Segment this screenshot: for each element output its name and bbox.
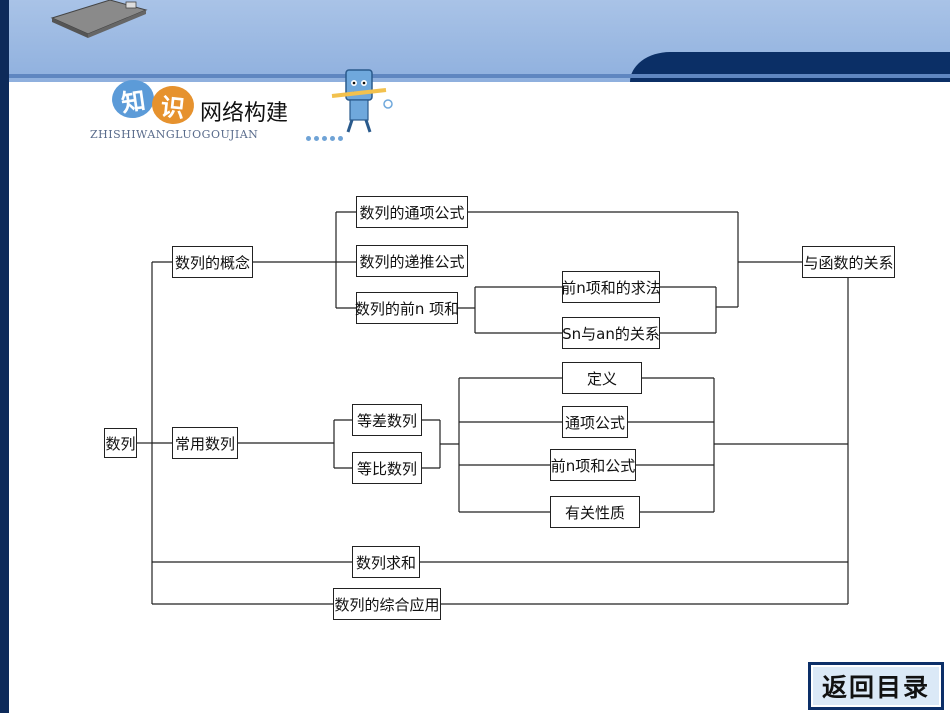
- back-to-contents-button[interactable]: 返回目录: [808, 662, 944, 710]
- node-root: 数列: [104, 428, 137, 458]
- decorative-dots: [306, 126, 346, 145]
- notebook-icon: [50, 0, 148, 38]
- section-pinyin: ZHISHIWANGLUOGOUJIAN: [90, 128, 259, 141]
- section-title: 网络构建: [200, 101, 289, 126]
- node-term-formula: 通项公式: [562, 406, 628, 438]
- node-application: 数列的综合应用: [333, 588, 441, 620]
- node-summation: 数列求和: [352, 546, 420, 578]
- node-definition: 定义: [562, 362, 642, 394]
- node-general-formula: 数列的通项公式: [356, 196, 468, 228]
- back-to-contents-label: 返回目录: [811, 665, 941, 707]
- node-function-relation: 与函数的关系: [802, 246, 895, 278]
- node-properties: 有关性质: [550, 496, 640, 528]
- left-edge-bar: [0, 0, 9, 713]
- node-common-sequences: 常用数列: [172, 427, 238, 459]
- node-sum-method: 前n项和的求法: [561, 271, 661, 303]
- node-geometric: 等比数列: [352, 452, 422, 484]
- node-sum-first-n: 数列的前n 项和: [355, 292, 459, 324]
- node-recursive-formula: 数列的递推公式: [356, 245, 468, 277]
- header-divider: [9, 74, 950, 78]
- mascot-pencil-icon: [331, 69, 393, 133]
- node-arithmetic: 等差数列: [352, 404, 422, 436]
- node-concept: 数列的概念: [172, 246, 253, 278]
- node-sum-formula: 前n项和公式: [550, 449, 636, 481]
- node-sn-an-relation: Sn与an的关系: [562, 317, 660, 349]
